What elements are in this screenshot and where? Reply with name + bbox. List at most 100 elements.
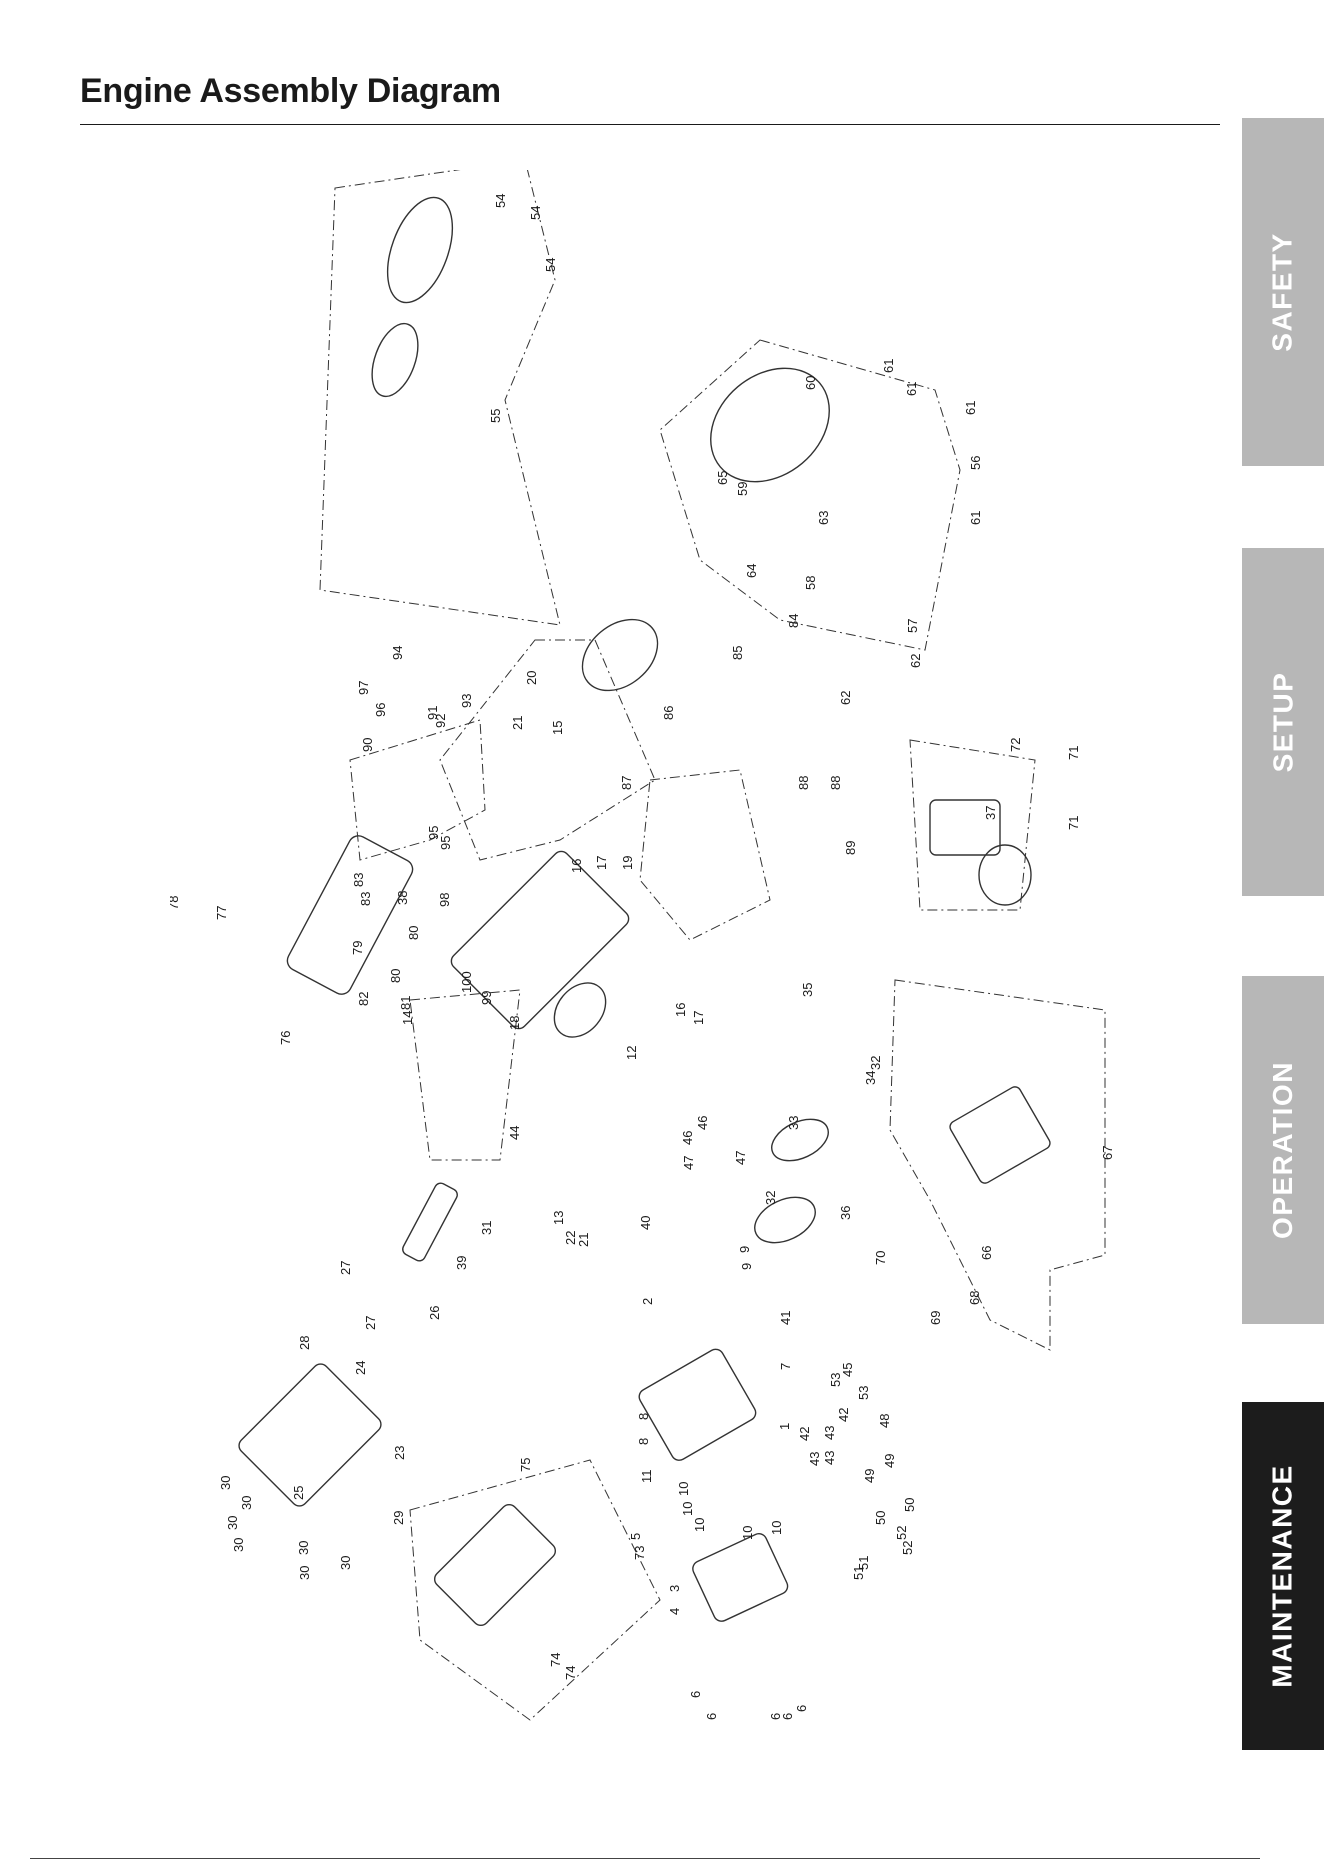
part-label: 24 — [353, 1361, 368, 1375]
part-label: 47 — [733, 1151, 748, 1165]
part-label: 51 — [856, 1556, 871, 1570]
tab-operation[interactable]: OPERATION — [1242, 976, 1324, 1324]
part-label: 25 — [291, 1486, 306, 1500]
part-label: 55 — [488, 409, 503, 423]
part-label: 21 — [576, 1233, 591, 1247]
group-outline-8 — [909, 739, 1036, 911]
part-label: 50 — [902, 1498, 917, 1512]
tab-operation-label: OPERATION — [1267, 1061, 1299, 1239]
part-label: 70 — [873, 1251, 888, 1265]
part-label: 30 — [297, 1566, 312, 1580]
part-label: 11 — [639, 1470, 654, 1484]
crankcase-cover — [238, 1363, 382, 1507]
part-label: 22 — [563, 1231, 578, 1245]
part-label: 86 — [661, 706, 676, 720]
group-outline-3 — [439, 639, 656, 861]
part-label: 53 — [856, 1386, 871, 1400]
cylinder-bore — [553, 982, 607, 1038]
part-label: 3 — [667, 1585, 682, 1592]
tab-maintenance-label: MAINTENANCE — [1267, 1464, 1299, 1688]
part-label: 74 — [548, 1653, 563, 1667]
part-label: 80 — [388, 969, 403, 983]
part-label: 71 — [1066, 746, 1081, 760]
part-label: 88 — [828, 776, 843, 790]
flywheel-fan — [581, 618, 659, 692]
part-label: 98 — [437, 893, 452, 907]
part-label: 95 — [438, 836, 453, 850]
part-label: 76 — [278, 1031, 293, 1045]
part-label: 52 — [900, 1541, 915, 1555]
part-label: 2 — [640, 1298, 655, 1305]
part-label: 96 — [373, 703, 388, 717]
part-label: 100 — [459, 971, 474, 993]
engine-exploded-diagram: 5454545560616161566165596364585762628485… — [170, 170, 1115, 1721]
part-label: 33 — [786, 1116, 801, 1130]
part-label: 26 — [427, 1306, 442, 1320]
piston-rings — [754, 1196, 816, 1244]
fan-shroud — [710, 367, 830, 483]
air-filter-element — [978, 844, 1032, 906]
piston — [771, 1118, 829, 1162]
part-label: 5 — [628, 1533, 643, 1540]
section-tabs: SAFETY SETUP OPERATION MAINTENANCE — [1242, 0, 1324, 1872]
group-outline-5 — [639, 769, 771, 941]
part-label: 47 — [681, 1156, 696, 1170]
part-label: 90 — [360, 738, 375, 752]
part-label: 30 — [239, 1496, 254, 1510]
part-label: 72 — [1008, 738, 1023, 752]
part-label: 75 — [518, 1458, 533, 1472]
part-label: 83 — [358, 892, 373, 906]
part-label: 10 — [692, 1518, 707, 1532]
group-outline-0 — [319, 170, 561, 626]
part-label: 79 — [350, 941, 365, 955]
part-label: 17 — [691, 1011, 706, 1025]
part-label: 94 — [390, 646, 405, 660]
tab-safety-label: SAFETY — [1267, 232, 1298, 352]
part-label: 60 — [803, 376, 818, 390]
part-label: 39 — [454, 1256, 469, 1270]
part-label: 95 — [426, 826, 441, 840]
part-label: 69 — [928, 1311, 943, 1325]
part-label: 31 — [479, 1221, 494, 1235]
part-label: 16 — [569, 859, 584, 873]
part-label: 59 — [735, 482, 750, 496]
part-label: 87 — [619, 776, 634, 790]
part-label: 1 — [777, 1423, 792, 1430]
part-label: 37 — [983, 806, 998, 820]
part-label: 43 — [822, 1426, 837, 1440]
part-label: 35 — [800, 983, 815, 997]
part-label: 62 — [908, 654, 923, 668]
part-label: 92 — [433, 714, 448, 728]
part-label: 34 — [863, 1071, 878, 1085]
part-label: 27 — [363, 1316, 378, 1330]
group-outline-6 — [889, 979, 1106, 1351]
group-outline-4 — [409, 989, 521, 1161]
part-label: 78 — [170, 896, 181, 910]
tab-setup[interactable]: SETUP — [1242, 548, 1324, 896]
page-title: Engine Assembly Diagram — [80, 72, 501, 110]
part-label: 99 — [479, 991, 494, 1005]
part-label: 46 — [695, 1116, 710, 1130]
part-label: 54 — [543, 258, 558, 272]
part-label: 28 — [297, 1336, 312, 1350]
part-label: 44 — [507, 1126, 522, 1140]
part-label: 57 — [905, 619, 920, 633]
crankcase — [450, 850, 630, 1030]
part-label: 45 — [840, 1363, 855, 1377]
part-label: 16 — [673, 1003, 688, 1017]
tab-safety[interactable]: SAFETY — [1242, 118, 1324, 466]
part-label: 53 — [828, 1373, 843, 1387]
recoil-cover — [386, 196, 454, 304]
part-label: 10 — [769, 1521, 784, 1535]
part-label: 63 — [816, 511, 831, 525]
part-label: 6 — [794, 1705, 809, 1712]
part-label: 12 — [624, 1046, 639, 1060]
part-label: 19 — [620, 856, 635, 870]
part-label: 8 — [636, 1438, 651, 1445]
part-label: 66 — [979, 1246, 994, 1260]
tab-maintenance[interactable]: MAINTENANCE — [1242, 1402, 1324, 1750]
part-label: 9 — [739, 1263, 754, 1270]
footer-rule — [30, 1858, 1260, 1859]
muffler — [433, 1503, 557, 1627]
part-label: 43 — [807, 1452, 822, 1466]
